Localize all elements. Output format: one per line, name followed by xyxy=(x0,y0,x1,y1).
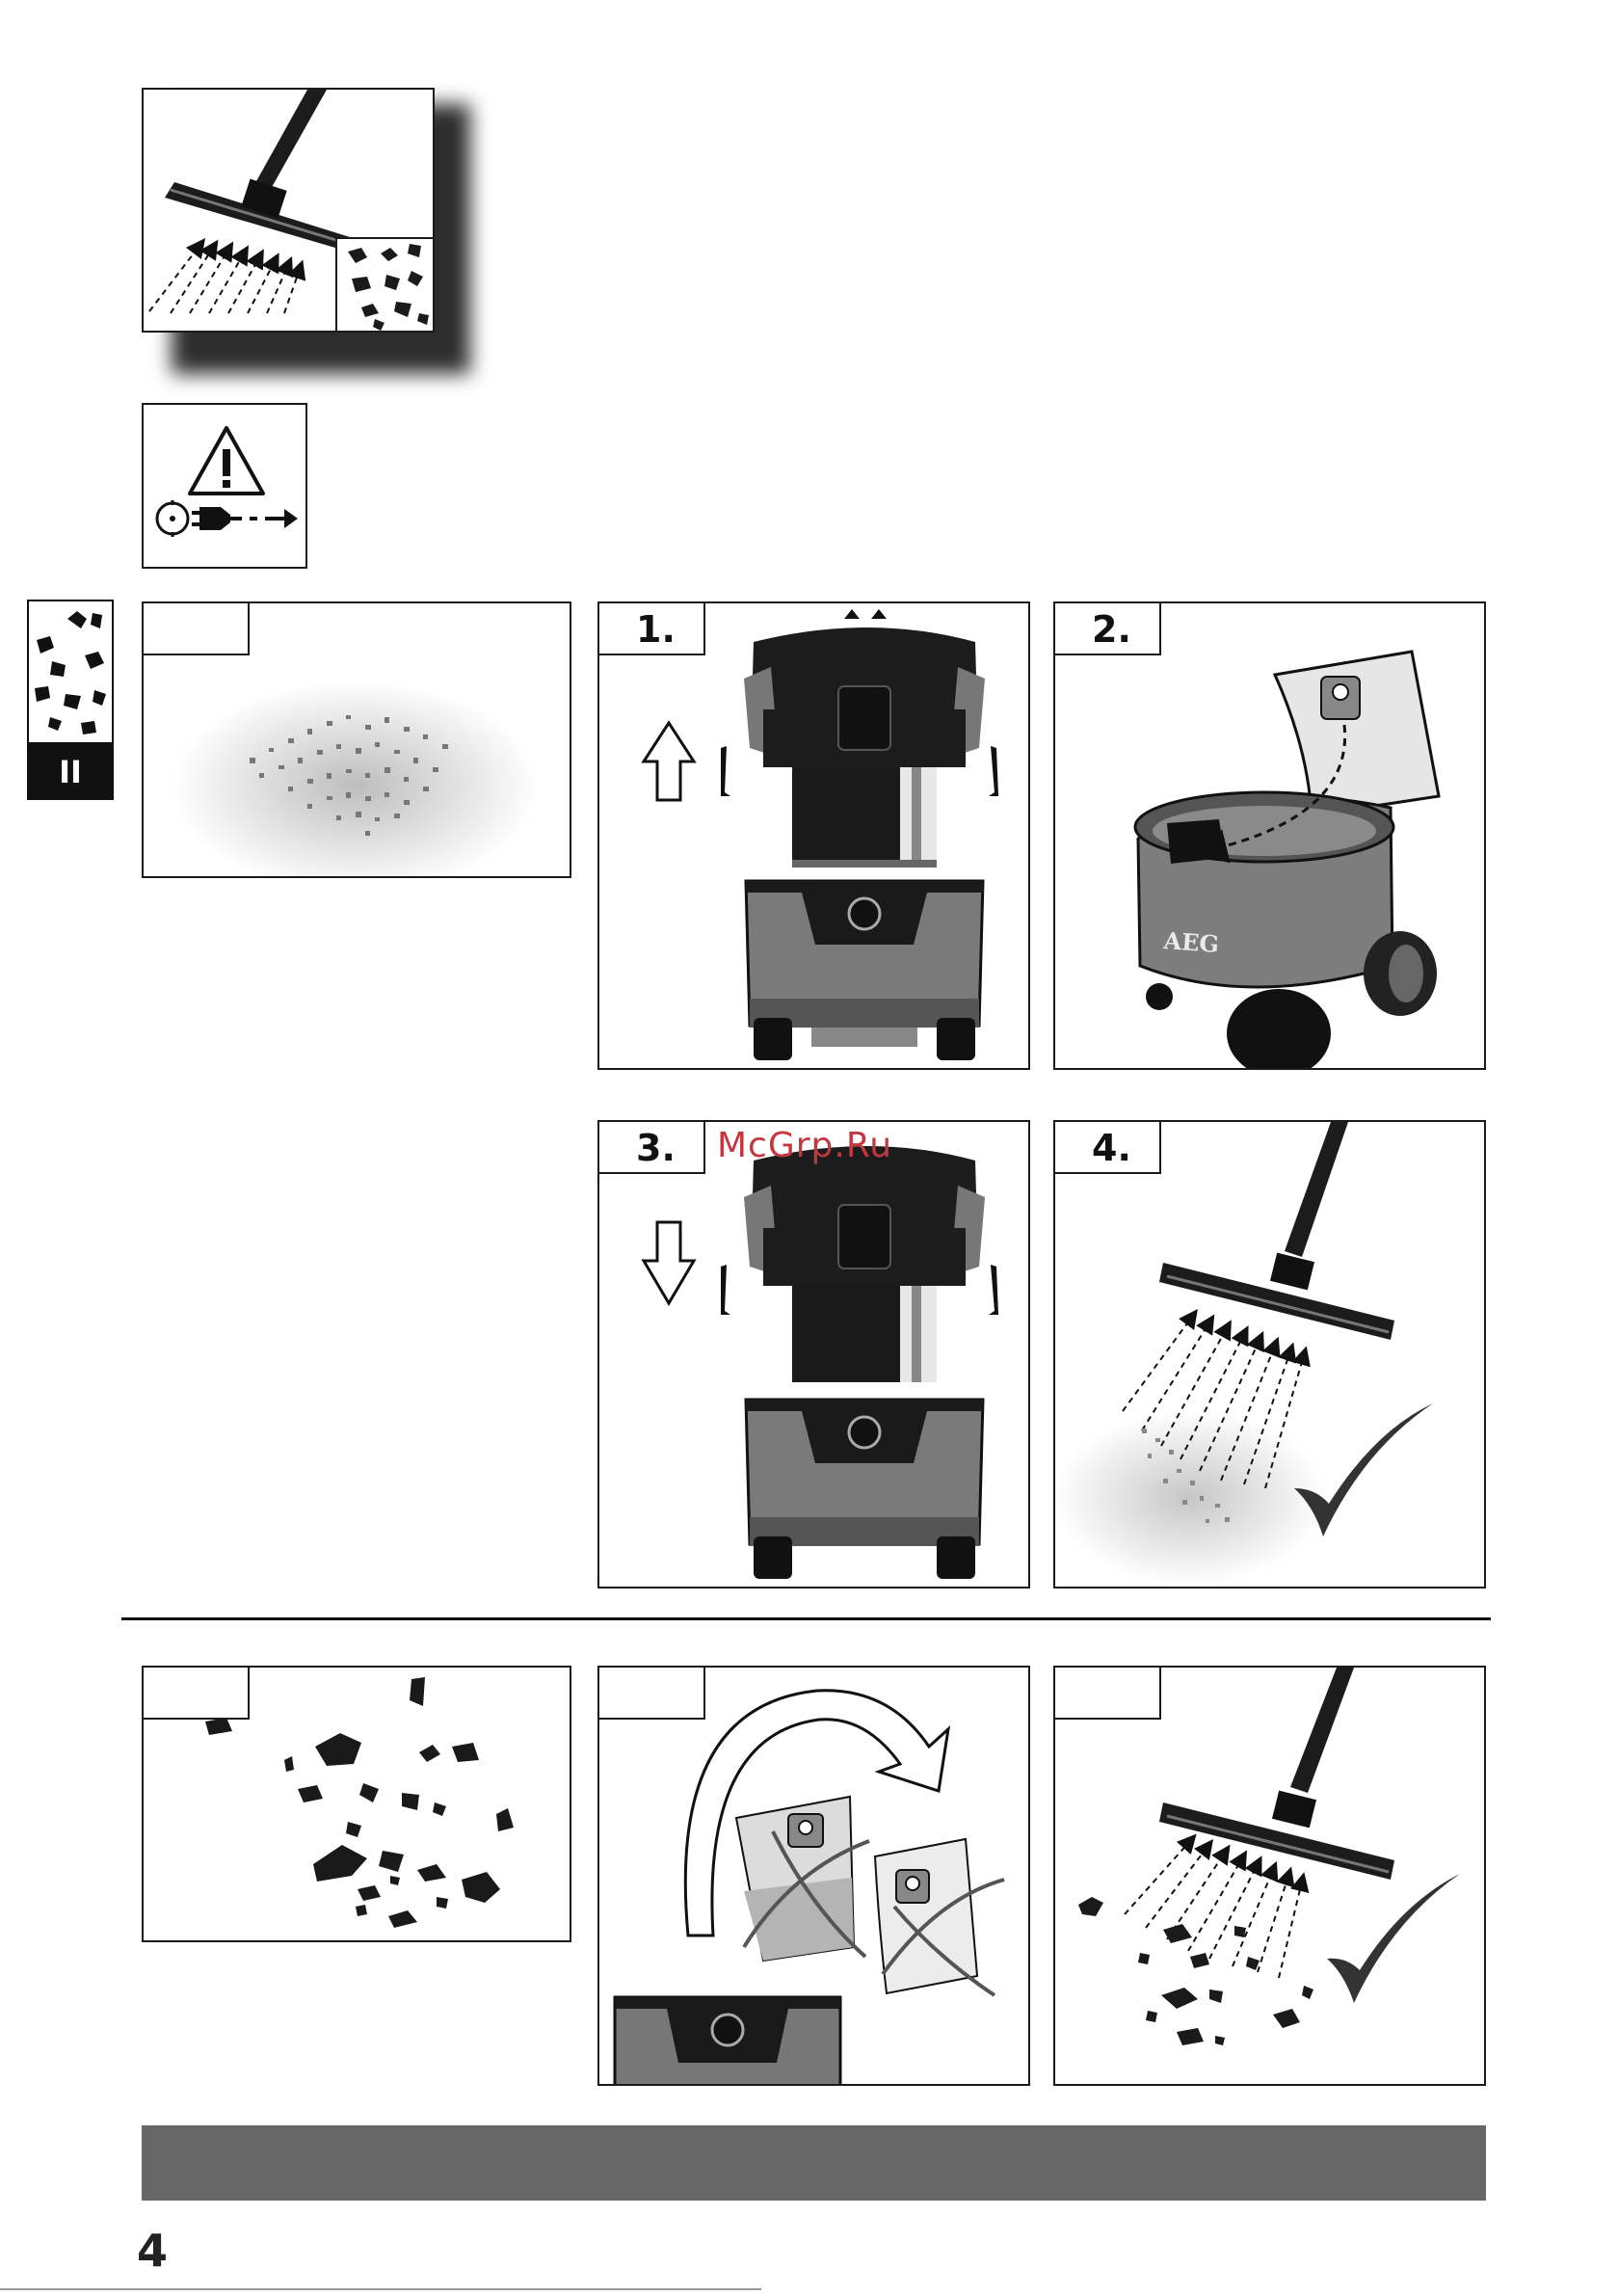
panel-vacuum-coarse-tab xyxy=(1053,1666,1161,1720)
panel-fine-dust xyxy=(142,601,571,878)
panel-step-3-tab: 3. xyxy=(597,1120,705,1174)
warning-triangle-icon xyxy=(190,428,263,494)
panel-step-2-tab: 2. xyxy=(1053,601,1161,655)
panel-step-1-tab: 1. xyxy=(597,601,705,655)
unplug-icon xyxy=(157,500,298,537)
panel-discard-bags-tab xyxy=(597,1666,705,1720)
panel-discard-bags xyxy=(597,1666,1030,2086)
brand-logo: AEG xyxy=(1162,926,1220,958)
page-number: 4 xyxy=(137,2225,168,2277)
side-tab: II xyxy=(27,600,114,800)
bottom-rule xyxy=(0,2288,761,2290)
nozzle-illustration xyxy=(142,88,435,333)
panel-step-1: 1. xyxy=(597,601,1030,1070)
watermark: McGrp.Ru xyxy=(717,1126,892,1165)
section-divider xyxy=(121,1617,1491,1620)
panel-coarse-debris xyxy=(142,1666,571,1942)
footer-bar xyxy=(142,2125,1486,2201)
panel-step-3: 3. xyxy=(597,1120,1030,1589)
panel-coarse-debris-tab xyxy=(142,1666,250,1720)
panel-step-4-tab: 4. xyxy=(1053,1120,1161,1174)
warning-unplug-box xyxy=(142,403,307,569)
side-tab-dirt-icon xyxy=(27,600,114,744)
panel-step-4: 4. xyxy=(1053,1120,1486,1589)
panel-fine-dust-tab xyxy=(142,601,250,655)
panel-step-2: AEG 2. xyxy=(1053,601,1486,1070)
panel-vacuum-coarse xyxy=(1053,1666,1486,2086)
side-tab-label: II xyxy=(27,744,114,800)
